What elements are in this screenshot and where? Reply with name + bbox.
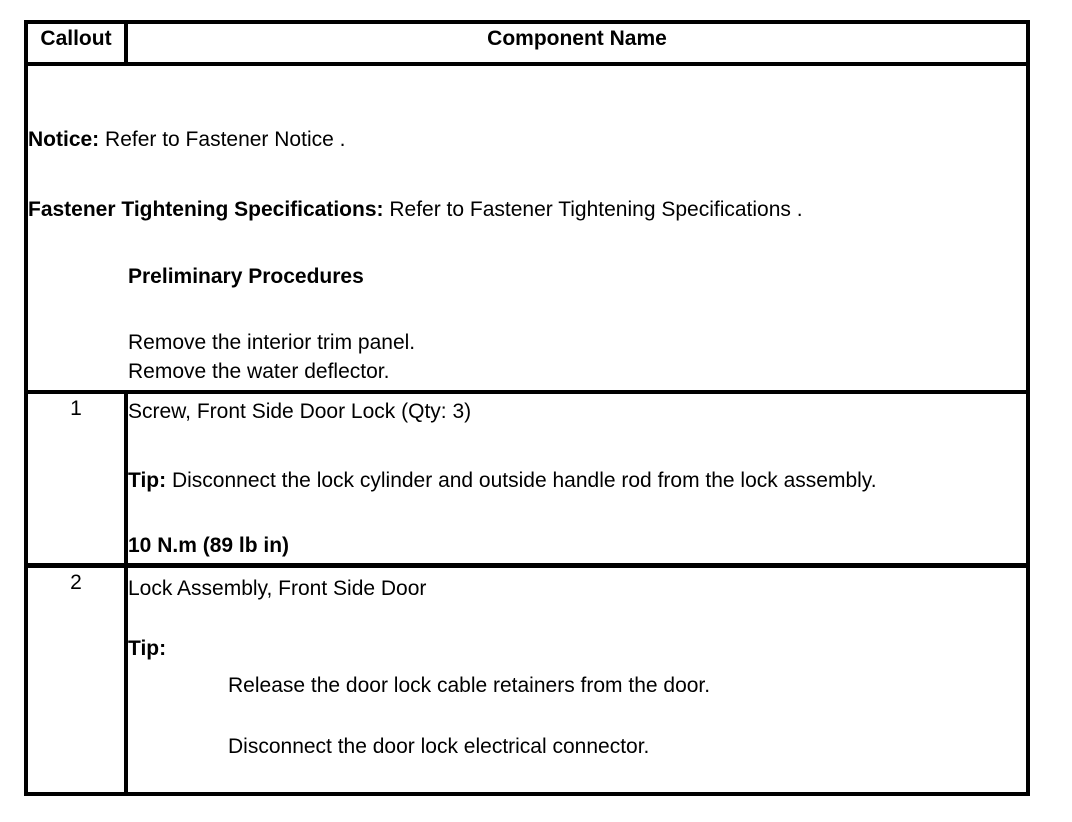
callout-number: 1 (24, 390, 128, 568)
tip-line: Tip: Disconnect the lock cylinder and ou… (128, 466, 1026, 495)
component-name-column-header: Component Name (124, 20, 1030, 66)
table-row: 2 Lock Assembly, Front Side Door Tip: Re… (24, 563, 1030, 796)
tip-item: Release the door lock cable retainers fr… (228, 674, 711, 697)
preamble-row: Notice: Refer to Fastener Notice . Faste… (24, 62, 1030, 394)
callout-column-header: Callout (24, 20, 128, 66)
fastener-specs-label: Fastener Tightening Specifications: (28, 198, 384, 221)
notice-line: Notice: Refer to Fastener Notice . (28, 125, 1026, 154)
preliminary-steps: Remove the interior trim panel. Remove t… (128, 328, 1026, 386)
component-name: Screw, Front Side Door Lock (Qty: 3) (128, 400, 472, 423)
tip-label: Tip: (128, 637, 167, 660)
fastener-specs-line: Fastener Tightening Specifications: Refe… (28, 195, 1026, 224)
fastener-specs-text: Refer to Fastener Tightening Specificati… (383, 198, 803, 221)
callout-number: 2 (24, 563, 128, 796)
table-row: 1 Screw, Front Side Door Lock (Qty: 3) T… (24, 390, 1030, 568)
tip-label: Tip: (128, 469, 167, 492)
preliminary-procedures-heading: Preliminary Procedures (128, 265, 364, 288)
component-name: Lock Assembly, Front Side Door (128, 577, 427, 600)
preliminary-step: Remove the water deflector. (128, 360, 390, 383)
component-cell: Lock Assembly, Front Side Door Tip: Rele… (124, 563, 1030, 796)
preamble-cell: Notice: Refer to Fastener Notice . Faste… (24, 62, 1030, 394)
table-header-row: Callout Component Name (24, 20, 1030, 66)
notice-label: Notice: (28, 128, 100, 151)
torque-spec: 10 N.m (89 lb in) (128, 534, 290, 557)
tip-item: Disconnect the door lock electrical conn… (228, 735, 650, 758)
tip-text: Disconnect the lock cylinder and outside… (166, 469, 877, 492)
preliminary-step: Remove the interior trim panel. (128, 331, 416, 354)
component-cell: Screw, Front Side Door Lock (Qty: 3) Tip… (124, 390, 1030, 568)
component-callout-table: Callout Component Name Notice: Refer to … (24, 20, 1030, 796)
notice-text: Refer to Fastener Notice . (99, 128, 346, 151)
